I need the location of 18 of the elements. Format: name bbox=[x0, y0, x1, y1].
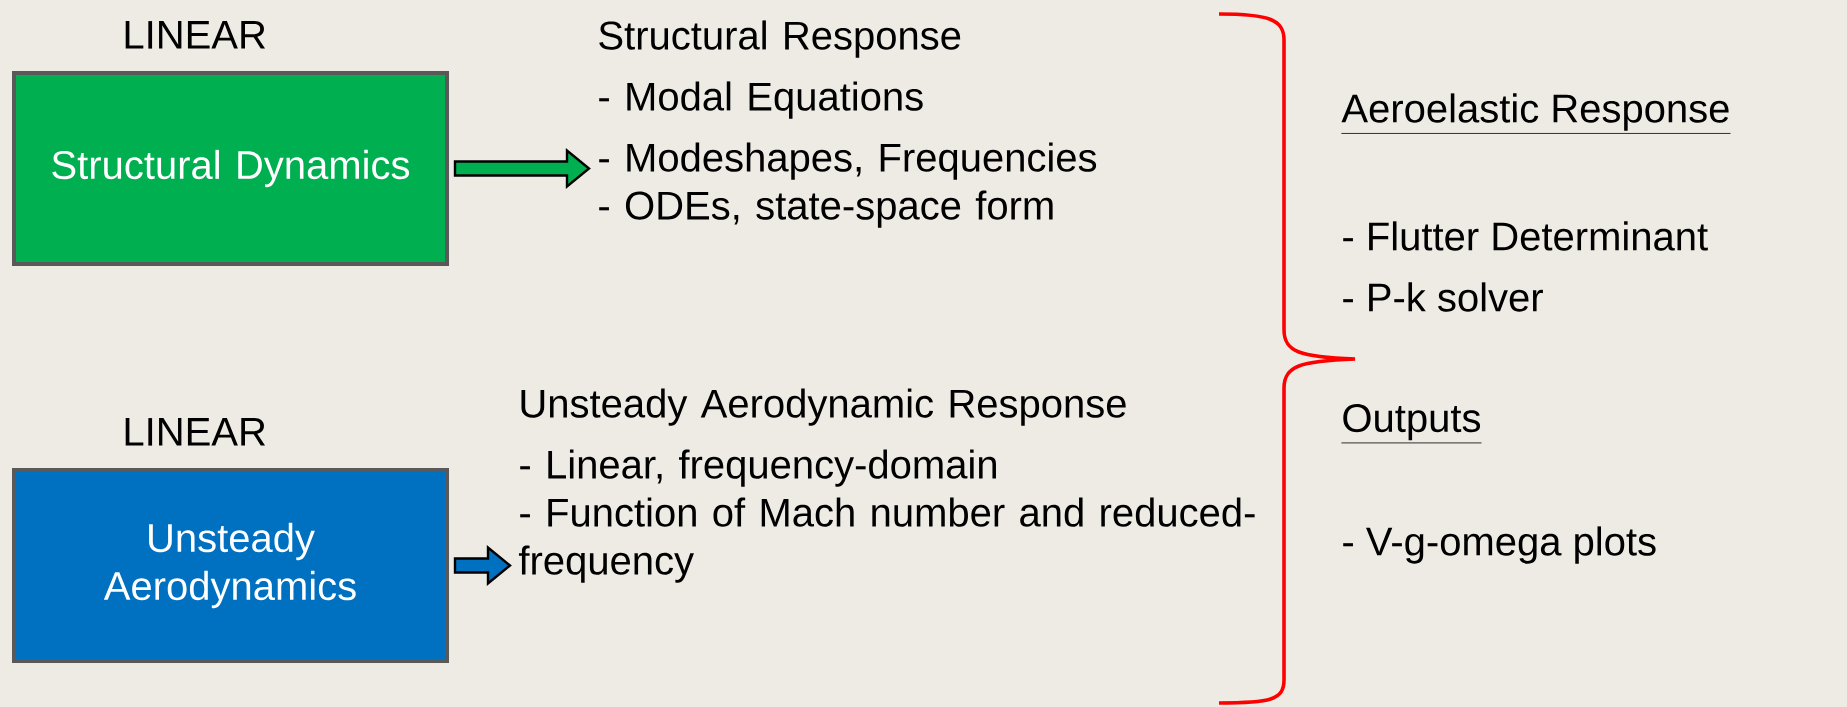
block-arrow bbox=[453, 147, 591, 190]
list-item: - Linear, frequency-domain bbox=[520, 449, 996, 487]
section-heading: Outputs bbox=[1341, 403, 1482, 444]
heading: LINEAR bbox=[125, 418, 266, 446]
heading: Unsteady Aerodynamic Response bbox=[521, 388, 1126, 426]
list-item: - Flutter Determinant bbox=[1343, 221, 1708, 251]
list-item: - V-g-omega plots bbox=[1343, 526, 1656, 564]
list-item: - ODEs, state-space form bbox=[599, 190, 1053, 228]
block-arrow bbox=[453, 544, 512, 587]
heading: Structural Response bbox=[599, 20, 961, 58]
process-box: Unsteady Aerodynamics bbox=[12, 468, 449, 663]
list-item: - Modal Equations bbox=[599, 81, 923, 119]
list-item: - Modeshapes, Frequencies bbox=[599, 142, 1097, 180]
process-box: Structural Dynamics bbox=[12, 71, 449, 266]
list-item: - Function of Mach number and reduced-frequency bbox=[518, 497, 1255, 583]
list-item: - P-k solver bbox=[1343, 282, 1543, 312]
section-heading: Aeroelastic Response bbox=[1341, 93, 1731, 134]
heading: LINEAR bbox=[125, 21, 266, 49]
